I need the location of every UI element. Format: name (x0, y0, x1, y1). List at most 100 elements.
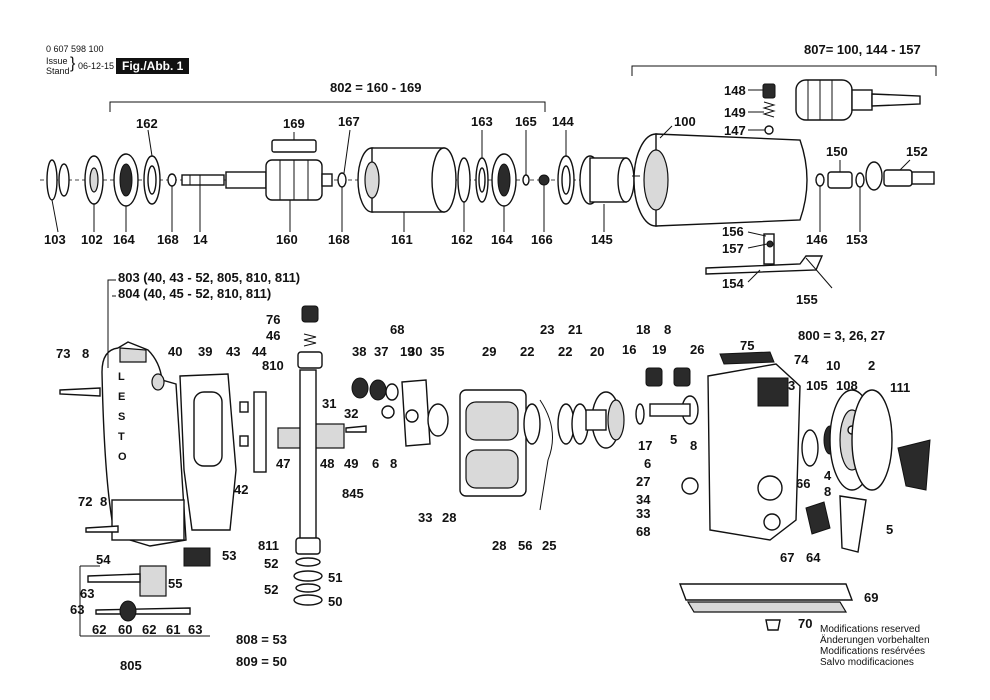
label-145: 145 (591, 232, 613, 247)
label-153: 153 (846, 232, 868, 247)
label-21: 21 (568, 322, 582, 337)
label-168b: 168 (328, 232, 350, 247)
label-161: 161 (391, 232, 413, 247)
bracket-802 (109, 101, 546, 112)
screw-157-part (766, 240, 774, 248)
label-8e: 8 (824, 484, 831, 499)
label-805: 805 (120, 658, 142, 673)
label-6b: 6 (644, 456, 651, 471)
label-3: 3 (788, 378, 795, 393)
gear-38-part (351, 377, 369, 399)
figure-tag: Fig./Abb. 1 (116, 58, 190, 74)
motor-housing-100-part (632, 133, 808, 227)
ring-50-part (293, 594, 323, 606)
label-154: 154 (722, 276, 744, 291)
label-62a: 62 (92, 622, 106, 637)
modification-notice: Modifications reserved Änderungen vorbeh… (820, 624, 930, 668)
label-156: 156 (722, 224, 744, 239)
shaft-26-part (635, 395, 699, 425)
gear-20-part (585, 391, 625, 449)
disc-105-part (801, 429, 819, 467)
bushing-810-part (297, 351, 323, 369)
issue-brace: } (70, 55, 76, 72)
label-147: 147 (724, 123, 746, 138)
screw-73-part (59, 387, 101, 397)
label-845: 845 (342, 486, 364, 501)
label-43: 43 (226, 344, 240, 359)
washer-19-part (385, 383, 399, 401)
cap-34-part (681, 477, 699, 495)
knob-5-part (839, 495, 867, 553)
label-30: 30 (408, 344, 422, 359)
housing-letter: E (118, 391, 125, 403)
label-111: 111 (890, 380, 910, 395)
label-144: 144 (552, 114, 574, 129)
label-31: 31 (322, 396, 336, 411)
label-25: 25 (542, 538, 556, 553)
group-labels: 807= 100, 144 - 157 802 = 160 - 169 803 … (118, 42, 921, 669)
shaft-14-part (181, 174, 225, 186)
label-18: 18 (636, 322, 650, 337)
label-66: 66 (796, 476, 810, 491)
gear-19b-part (673, 367, 691, 387)
label-63b: 63 (70, 602, 84, 617)
label-164a: 164 (113, 232, 135, 247)
label-169: 169 (283, 116, 305, 131)
label-20: 20 (590, 344, 604, 359)
sleeve-150-part (827, 171, 853, 189)
label-34: 34 (636, 492, 651, 507)
ring-52b-part (295, 583, 321, 593)
screw-70-part (765, 619, 781, 631)
washer-168b-part (337, 172, 347, 188)
issue-date: 06-12-15 (78, 61, 115, 71)
label-68a: 68 (390, 322, 404, 337)
housing-letter: O (118, 451, 127, 463)
clip-154-part (705, 233, 833, 289)
label-51: 51 (328, 570, 342, 585)
label-62b: 62 (142, 622, 156, 637)
screw-72-part (85, 525, 119, 533)
base-plate-69-part (678, 583, 854, 613)
label-22a: 22 (520, 344, 534, 359)
label-28a: 28 (442, 510, 456, 525)
bracket-805 (79, 565, 210, 637)
label-39: 39 (198, 344, 212, 359)
label-16: 16 (622, 342, 636, 357)
label-22b: 22 (558, 344, 572, 359)
label-146: 146 (806, 232, 828, 247)
pin-43-part (239, 401, 249, 413)
label-61: 61 (166, 622, 180, 637)
label-46: 46 (266, 328, 280, 343)
washer-168-part (167, 173, 177, 187)
gear-37-part (369, 379, 387, 401)
bearing-164-part (113, 153, 139, 207)
field-161-part (357, 147, 457, 213)
label-8f: 8 (100, 494, 107, 509)
label-64: 64 (806, 550, 821, 565)
group-804: 804 (40, 45 - 52, 810, 811) (118, 286, 271, 301)
nut-166-part (538, 174, 550, 186)
notice-en: Modifications reserved (820, 624, 921, 635)
label-150: 150 (826, 144, 848, 159)
armature-160-part (225, 159, 333, 201)
felt-53-part (183, 547, 211, 567)
label-23: 23 (540, 322, 554, 337)
label-166: 166 (531, 232, 553, 247)
label-6a: 6 (372, 456, 379, 471)
block-48-part (313, 423, 345, 449)
label-54: 54 (96, 552, 111, 567)
label-32: 32 (344, 406, 358, 421)
label-162b: 162 (451, 232, 473, 247)
label-73: 73 (56, 346, 70, 361)
label-163: 163 (471, 114, 493, 129)
pulley-2-part (851, 389, 893, 491)
label-53: 53 (222, 548, 236, 563)
bushing-811-part (295, 537, 321, 555)
leader-lines (51, 89, 911, 368)
label-67: 67 (780, 550, 794, 565)
label-52a: 52 (264, 556, 278, 571)
screw-148-part (762, 83, 776, 99)
label-33a: 33 (418, 510, 432, 525)
label-28b: 28 (492, 538, 506, 553)
housing-letter: T (118, 431, 125, 443)
